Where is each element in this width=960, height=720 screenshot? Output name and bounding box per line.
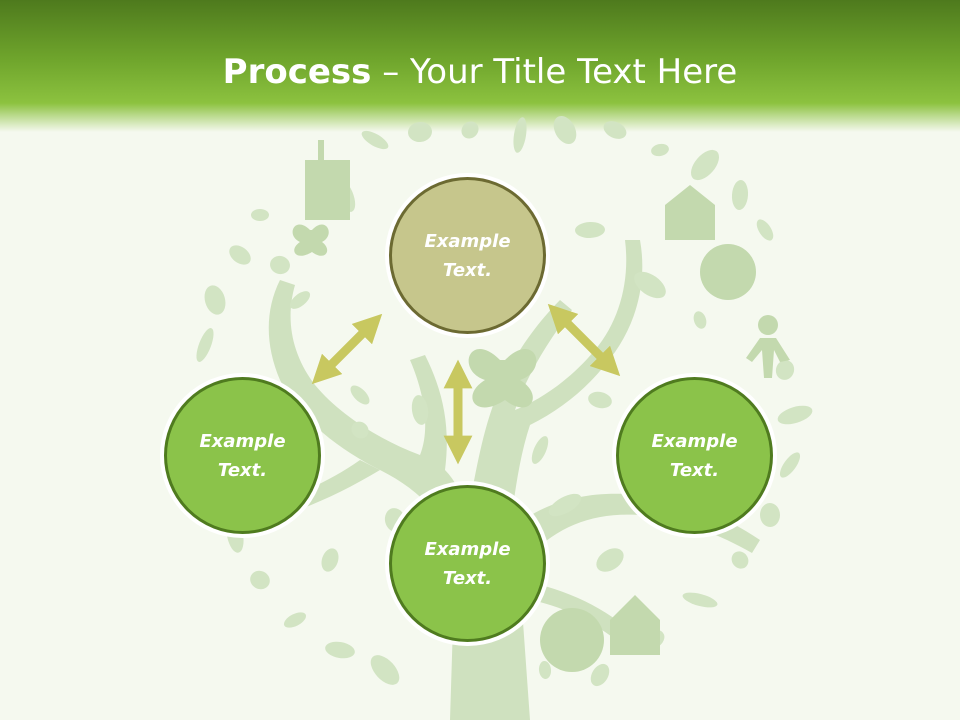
decor-leaf (370, 655, 400, 685)
node-left-text: Example Text. (199, 430, 286, 481)
decor-leaf (250, 570, 270, 590)
decor-leaf (251, 209, 269, 221)
process-node-left: Example Text. (164, 377, 321, 534)
decor-leaf (590, 663, 610, 687)
decor-leaf (538, 661, 552, 679)
title-banner (0, 0, 960, 132)
decor-leaf (196, 328, 214, 362)
decor-leaf (553, 115, 577, 145)
decor-leaf (682, 592, 718, 608)
decor-leaf (588, 391, 612, 409)
decor-leaf (325, 641, 355, 659)
decor-leaf (411, 395, 429, 425)
decor-leaf (461, 121, 479, 139)
decor-leaf (759, 503, 781, 527)
decor-leaf (575, 221, 605, 239)
arrow-top-right (547, 303, 621, 377)
title-bold: Process (222, 52, 372, 92)
decor-leaf (779, 452, 801, 478)
process-node-bottom: Example Text. (389, 485, 546, 642)
decor-leaf (204, 285, 226, 315)
node-top-text: Example Text. (424, 230, 511, 281)
decor-leaf (548, 493, 582, 517)
slide-title: Process – Your Title Text Here (0, 50, 960, 94)
decor-leaf (289, 291, 311, 309)
decor-leaf (283, 612, 307, 628)
node-bottom-text: Example Text. (424, 538, 511, 589)
process-node-top: Example Text. (389, 177, 546, 334)
decor-leaf (321, 548, 339, 572)
decor-leaf (603, 121, 627, 139)
decor-leaf (351, 421, 369, 439)
decor-leaf (531, 436, 549, 464)
decor-leaf (408, 121, 432, 143)
decor-leaf (756, 219, 774, 241)
decor-leaf (361, 130, 389, 150)
arrow-top-left (311, 313, 383, 385)
decor-leaf (731, 180, 749, 210)
decor-leaf (634, 271, 666, 299)
decor-leaf (596, 548, 624, 572)
process-node-right: Example Text. (616, 377, 773, 534)
decor-leaf (651, 143, 669, 157)
decor-leaf (513, 117, 527, 153)
decor-leaf (350, 385, 370, 405)
decor-leaf (731, 551, 749, 569)
title-separator: – (371, 52, 411, 92)
decor-leaf (777, 405, 813, 425)
decor-leaf (270, 255, 290, 275)
node-right-text: Example Text. (651, 430, 738, 481)
decor-leaf (229, 245, 251, 265)
title-text: Your Title Text Here (410, 52, 738, 92)
decor-leaf (693, 311, 707, 329)
decor-leaf (775, 360, 795, 380)
decor-leaf (690, 149, 720, 181)
